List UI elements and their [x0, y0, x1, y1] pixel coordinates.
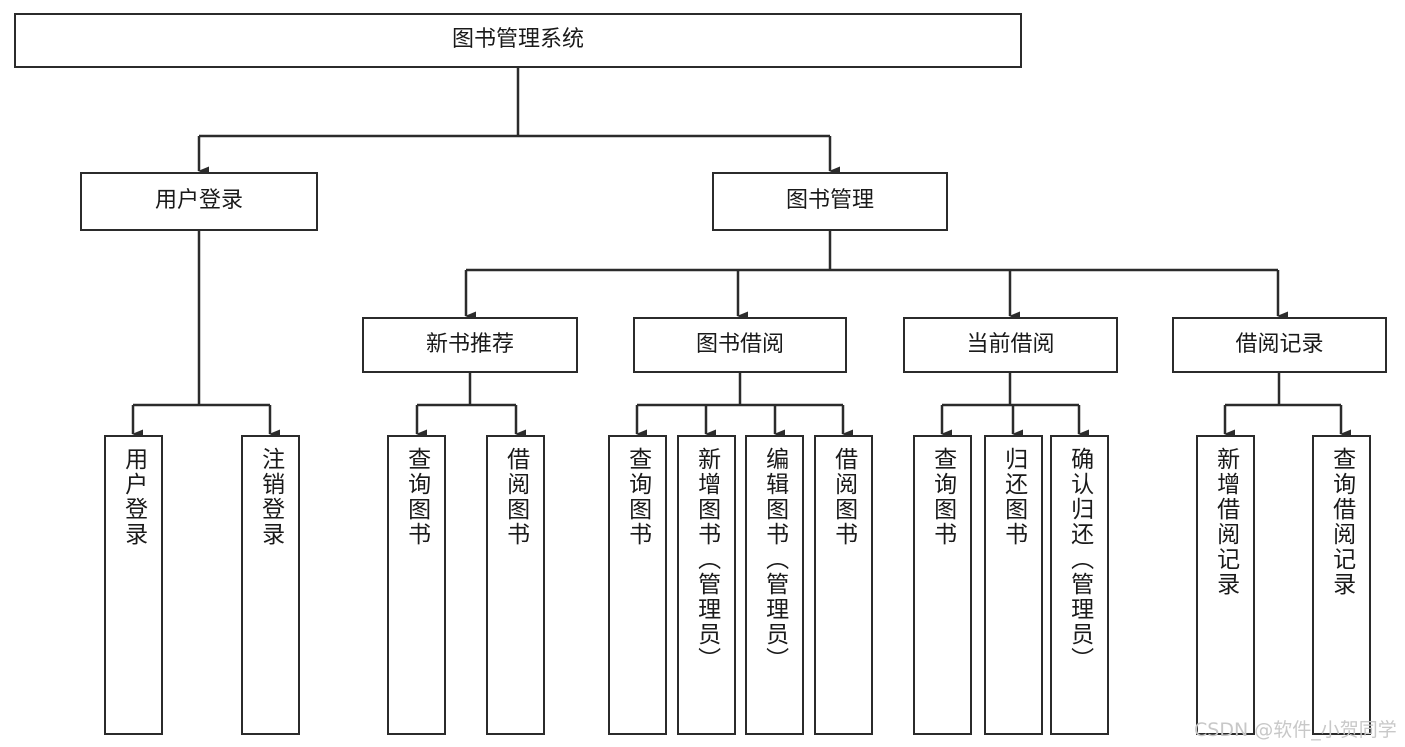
node-label-book-management: 图书管理 [785, 188, 874, 214]
node-label-leaf-logout: 注销登录 [257, 447, 284, 547]
node-label-leaf-query-borrow-record: 查询借阅记录 [1328, 447, 1355, 597]
node-label-leaf-add-borrow-record: 新增借阅记录 [1212, 447, 1239, 597]
node-label-leaf-borrow-book-recommend: 借阅图书 [502, 447, 529, 547]
node-label-leaf-user-login: 用户登录 [120, 447, 147, 547]
node-label-leaf-return-book: 归还图书 [1000, 447, 1027, 547]
node-root[interactable]: 图书管理系统 [14, 13, 1022, 68]
node-leaf-query-book-borrow[interactable]: 查询图书 [608, 435, 667, 735]
node-leaf-return-book[interactable]: 归还图书 [984, 435, 1043, 735]
node-label-book-borrow: 图书借阅 [695, 331, 784, 357]
node-leaf-query-borrow-record[interactable]: 查询借阅记录 [1312, 435, 1371, 735]
node-leaf-query-book-recommend[interactable]: 查询图书 [387, 435, 446, 735]
node-book-management[interactable]: 图书管理 [712, 172, 948, 231]
node-label-leaf-query-book-borrow: 查询图书 [624, 447, 651, 547]
node-label-current-borrow: 当前借阅 [966, 331, 1055, 357]
node-label-leaf-edit-book: 编辑图书（管理员） [761, 447, 788, 672]
watermark-text: CSDN @软件_小贺同学 [1194, 719, 1397, 741]
node-label-leaf-borrow-book: 借阅图书 [830, 447, 857, 547]
node-leaf-edit-book[interactable]: 编辑图书（管理员） [745, 435, 804, 735]
node-user-login[interactable]: 用户登录 [80, 172, 318, 231]
node-leaf-borrow-book-recommend[interactable]: 借阅图书 [486, 435, 545, 735]
node-label-new-book-recommend: 新书推荐 [425, 331, 514, 357]
node-leaf-add-book[interactable]: 新增图书（管理员） [677, 435, 736, 735]
node-label-leaf-confirm-return: 确认归还（管理员） [1066, 447, 1093, 672]
connector-lines [131, 68, 1351, 439]
node-label-user-login: 用户登录 [154, 188, 243, 214]
node-borrow-record[interactable]: 借阅记录 [1172, 317, 1387, 373]
node-label-root: 图书管理系统 [451, 27, 584, 53]
node-label-leaf-add-book: 新增图书（管理员） [693, 447, 720, 672]
node-label-leaf-query-book-current: 查询图书 [929, 447, 956, 547]
node-label-leaf-query-book-recommend: 查询图书 [403, 447, 430, 547]
node-leaf-add-borrow-record[interactable]: 新增借阅记录 [1196, 435, 1255, 735]
node-book-borrow[interactable]: 图书借阅 [633, 317, 847, 373]
node-leaf-borrow-book[interactable]: 借阅图书 [814, 435, 873, 735]
node-label-borrow-record: 借阅记录 [1235, 331, 1324, 357]
node-leaf-confirm-return[interactable]: 确认归还（管理员） [1050, 435, 1109, 735]
node-leaf-logout[interactable]: 注销登录 [241, 435, 300, 735]
node-leaf-user-login[interactable]: 用户登录 [104, 435, 163, 735]
node-leaf-query-book-current[interactable]: 查询图书 [913, 435, 972, 735]
node-current-borrow[interactable]: 当前借阅 [903, 317, 1118, 373]
node-new-book-recommend[interactable]: 新书推荐 [362, 317, 578, 373]
